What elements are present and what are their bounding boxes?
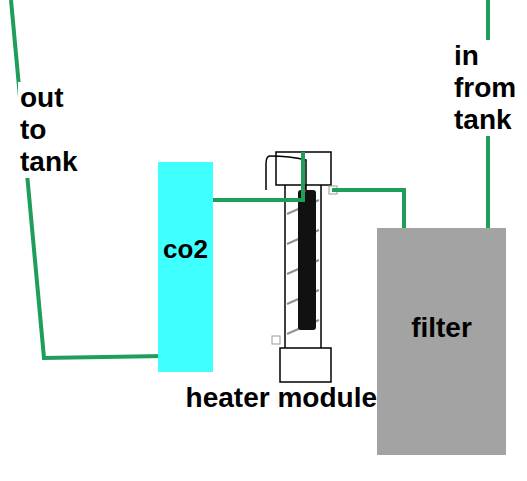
node-caption: heater module: [186, 382, 377, 414]
outlet-pipe: [11, 0, 165, 358]
heater-module: heater module: [276, 152, 332, 382]
node-label: filter: [377, 312, 506, 344]
bottom-cap: [280, 348, 331, 382]
power-cord: [266, 156, 306, 190]
heater-rod: [298, 190, 316, 330]
co2-reactor: co2: [158, 162, 213, 372]
pipe-label: in from tank: [452, 40, 518, 136]
pipe-connector: [213, 152, 303, 200]
pipe-connector: [332, 190, 404, 228]
node-label: co2: [158, 234, 213, 264]
tube-wall: [320, 185, 322, 348]
pipe-fitting: [272, 336, 280, 344]
pipe-label: out to tank: [18, 82, 80, 178]
filter-box: filter: [377, 228, 506, 455]
tube-wall: [284, 185, 286, 348]
